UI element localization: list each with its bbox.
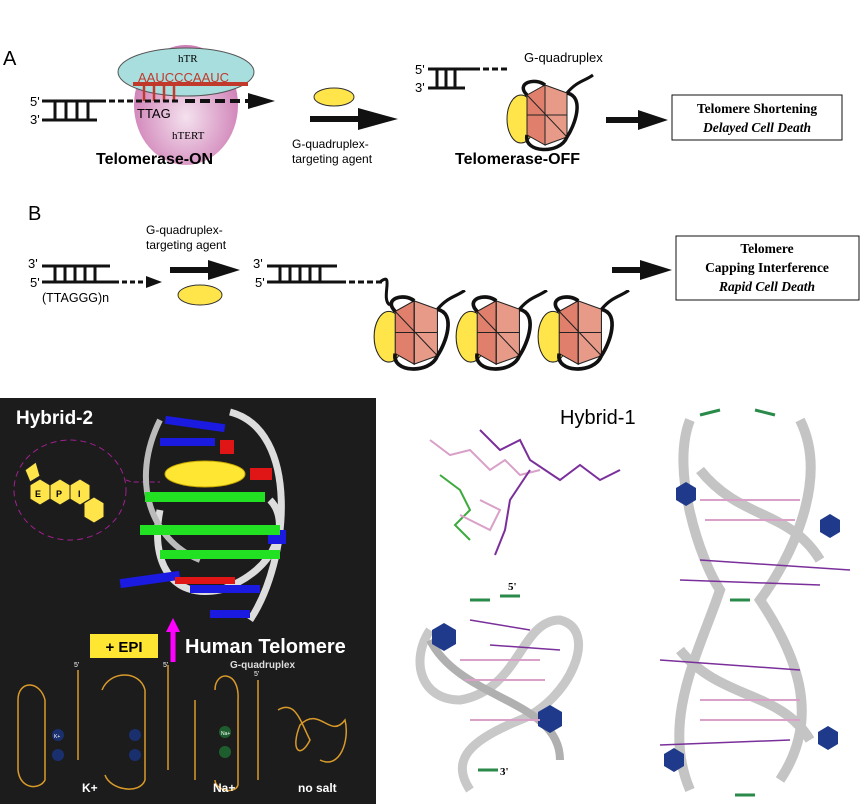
three-prime-label: 3' — [415, 80, 425, 95]
g-quadruplex-icon — [536, 290, 631, 371]
agent-label: targeting agent — [292, 152, 373, 166]
five-prime-label: 5' — [415, 62, 425, 77]
gq-label: G-quadruplex — [230, 660, 295, 671]
telomerase-on-label: Telomerase-ON — [96, 151, 213, 168]
panel-a: A hTR AAUCCCAAUC 5' 3' TTAG hTERT Telome… — [3, 45, 843, 168]
k-label: K+ — [82, 781, 98, 795]
product-sequence: TTAG — [137, 106, 171, 121]
five-prime-label: 5' — [30, 275, 40, 290]
base-pairs — [142, 84, 176, 101]
htert-label: hTERT — [172, 130, 205, 142]
ion-label: Na+ — [221, 731, 230, 737]
three-prime-label: 3' — [30, 112, 40, 127]
outcome-text: Capping Interference — [705, 260, 829, 275]
hybrid-2-structure — [119, 408, 286, 622]
panel-hybrid-1: Hybrid-1 5' 3' — [415, 407, 851, 797]
agent-ellipse — [177, 284, 223, 306]
duplex-dna — [267, 264, 385, 284]
three-prime-label: 3' — [500, 766, 509, 778]
ring-label: E — [35, 489, 41, 499]
callout-line — [125, 479, 160, 483]
no-salt-label: no salt — [298, 781, 337, 795]
outcome-box-a — [671, 94, 843, 141]
five-prime-label: 5' — [508, 581, 517, 593]
arrow-head — [208, 260, 240, 280]
duplex-dna — [428, 67, 510, 90]
dark-background — [0, 398, 376, 804]
human-telomere-label: Human Telomere — [185, 636, 346, 658]
ring-label: I — [78, 489, 81, 499]
three-prime-label: 3' — [253, 256, 263, 271]
outcome-text: Telomere Shortening — [697, 101, 818, 116]
g-quadruplex-icon — [454, 290, 549, 371]
duplex-dna — [42, 99, 250, 122]
epi-badge — [90, 634, 158, 658]
arrow-head — [358, 108, 398, 130]
g-quadruplex-icon — [505, 73, 595, 152]
hybrid-1-model-left — [415, 594, 583, 793]
outcome-text: Telomere — [740, 241, 793, 256]
ligand-model — [429, 429, 621, 556]
ion-label: K+ — [54, 734, 60, 740]
magenta-arrow-head — [166, 618, 180, 632]
panel-b: B 3' 5' (TTAGGG)n G-quadruplex- targetin… — [28, 203, 860, 371]
five-prime-label: 5' — [74, 662, 79, 669]
five-prime-label: 5' — [30, 94, 40, 109]
agent-label: targeting agent — [146, 238, 227, 252]
agent-label: G-quadruplex- — [146, 223, 223, 237]
hybrid-1-dimer-model — [659, 408, 851, 797]
linker — [379, 277, 392, 307]
htr-label: hTR — [178, 53, 198, 65]
agent-label: G-quadruplex- — [292, 137, 369, 151]
hybrid-2-title: Hybrid-2 — [16, 408, 93, 429]
epi-structure — [24, 461, 105, 524]
epi-badge-text: + EPI — [105, 639, 142, 656]
topology-cartoons: 5' 5' 5' K+ Na+ — [17, 662, 347, 792]
ring-label: P — [56, 489, 62, 499]
template-sequence: AAUCCCAAUC — [138, 70, 229, 85]
five-prime-label: 5' — [255, 275, 265, 290]
panel-a-label: A — [3, 48, 17, 70]
na-label: Na+ — [213, 781, 235, 795]
telomerase-off-label: Telomerase-OFF — [455, 151, 580, 168]
panel-b-label: B — [28, 203, 41, 225]
zoom-circle — [13, 439, 127, 541]
epi-ligand-spheres — [164, 460, 246, 488]
three-prime-label: 3' — [28, 256, 38, 271]
gq-label: G-quadruplex — [524, 50, 603, 65]
arrow-head — [638, 110, 668, 130]
outcome-text: Rapid Cell Death — [718, 279, 815, 294]
repeat-label: (TTAGGG)n — [42, 291, 109, 305]
outcome-box-b — [675, 235, 860, 301]
arrow-head — [146, 276, 162, 288]
duplex-dna — [42, 264, 148, 284]
agent-ellipse — [313, 87, 355, 107]
arrow-head — [640, 260, 672, 280]
hybrid-1-title: Hybrid-1 — [560, 407, 636, 429]
five-prime-label: 5' — [163, 662, 168, 669]
five-prime-label: 5' — [254, 671, 259, 678]
extension-arrow — [248, 93, 275, 109]
panel-hybrid-2: Hybrid-2 E P I — [0, 398, 376, 804]
outcome-text: Delayed Cell Death — [702, 120, 811, 135]
